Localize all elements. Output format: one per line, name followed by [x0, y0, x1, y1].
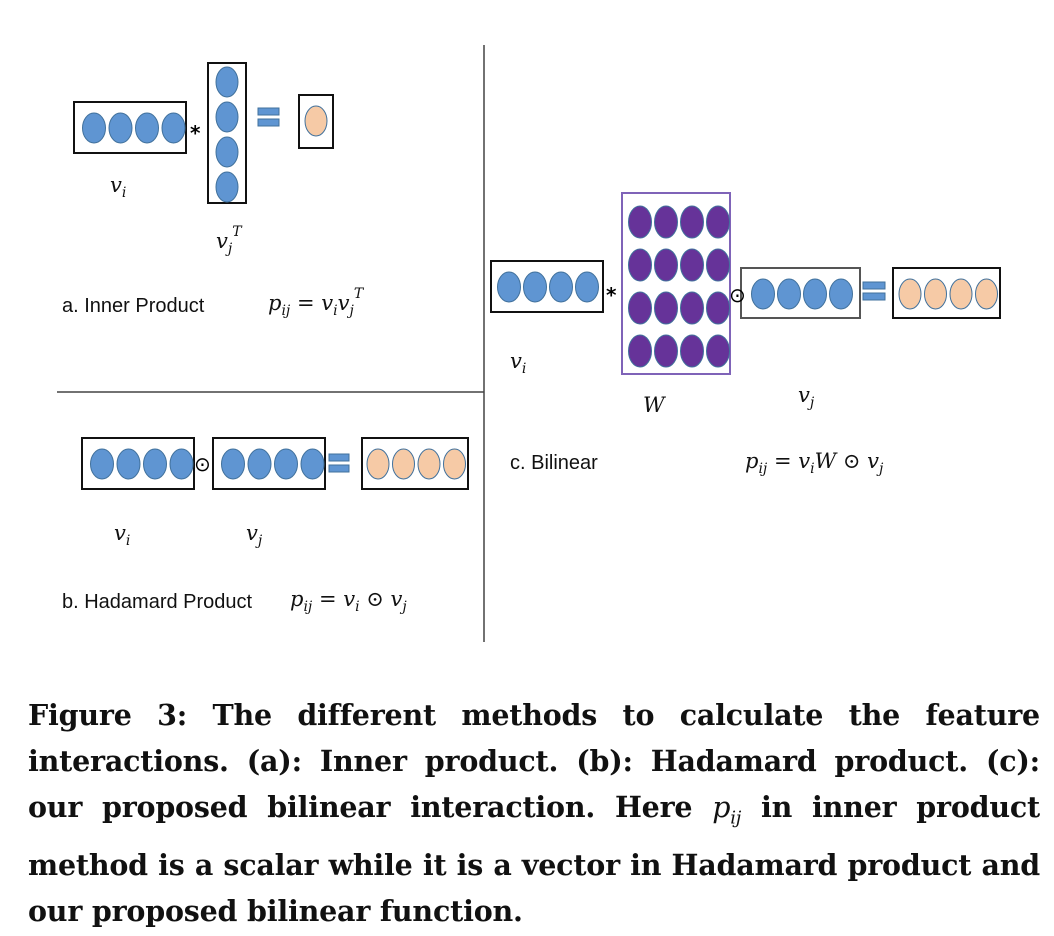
matrix-element — [706, 334, 730, 368]
result-element — [443, 448, 466, 480]
c-multiply-op: * — [606, 283, 617, 307]
equals-icon — [862, 281, 886, 290]
matrix-element — [706, 205, 730, 239]
a-vi-label: vi — [110, 173, 126, 201]
c-result-box — [892, 267, 1001, 319]
a-vjt-label: vjT — [216, 224, 243, 257]
vector-element — [135, 112, 159, 144]
equals-icon — [862, 292, 886, 301]
c-formula: pij = viW ⊙ vj — [745, 449, 884, 477]
b-vj-vector-box — [212, 437, 326, 490]
result-element — [304, 105, 328, 137]
matrix-element — [654, 205, 678, 239]
vector-element — [829, 278, 853, 310]
b-vj-label: vj — [246, 521, 263, 549]
matrix-element — [628, 205, 652, 239]
vector-element — [549, 271, 573, 303]
result-element — [949, 278, 973, 310]
vector-element — [169, 448, 194, 480]
c-vi-label: vi — [510, 349, 526, 377]
vector-element — [161, 112, 186, 144]
matrix-element — [654, 334, 678, 368]
c-vj-vector-box — [740, 267, 861, 319]
vector-element — [215, 66, 239, 98]
a-multiply-op: * — [190, 121, 201, 145]
matrix-element — [706, 248, 730, 282]
c-vi-vector-box — [490, 260, 604, 313]
c-title: c. Bilinear — [510, 452, 598, 474]
vector-element — [803, 278, 827, 310]
c-hadamard-op: ⊙ — [729, 283, 746, 307]
b-vi-vector-box — [81, 437, 195, 490]
matrix-element — [706, 291, 730, 325]
matrix-element — [654, 291, 678, 325]
b-title: b. Hadamard Product — [62, 591, 253, 613]
equals-icon — [257, 118, 280, 127]
matrix-element — [628, 334, 652, 368]
a-vi-vector-box — [73, 101, 187, 154]
vector-element — [215, 171, 239, 203]
result-element — [898, 278, 922, 310]
b-formula: pij = vi ⊙ vj — [290, 587, 407, 615]
result-element — [366, 448, 390, 480]
vector-element — [777, 278, 801, 310]
vector-element — [575, 271, 599, 303]
result-element — [975, 278, 998, 310]
figure-caption: Figure 3: The different methods to calcu… — [28, 698, 1040, 928]
result-element — [924, 278, 947, 310]
equals-icon — [328, 464, 350, 473]
a-title: a. Inner Product — [62, 295, 205, 317]
result-element — [417, 448, 441, 480]
a-vjt-vector-box — [207, 62, 247, 204]
caption-p-symbol: pij — [712, 791, 742, 829]
c-w-matrix-box — [621, 192, 731, 375]
vector-element — [300, 448, 325, 480]
vector-element — [274, 448, 298, 480]
vector-element — [82, 112, 106, 144]
vector-element — [523, 271, 547, 303]
b-vi-label: vi — [114, 521, 130, 549]
matrix-element — [680, 291, 704, 325]
vector-element — [90, 448, 114, 480]
vector-element — [108, 112, 133, 144]
a-result-box — [298, 94, 334, 149]
result-element — [392, 448, 415, 480]
c-w-label: W — [643, 393, 667, 417]
c-vj-label: vj — [798, 383, 815, 411]
equals-icon — [328, 453, 350, 462]
vector-element — [497, 271, 521, 303]
vector-element — [247, 448, 272, 480]
matrix-element — [680, 248, 704, 282]
matrix-element — [654, 248, 678, 282]
vector-element — [143, 448, 167, 480]
matrix-element — [680, 205, 704, 239]
b-hadamard-op: ⊙ — [194, 452, 211, 476]
vector-element — [215, 101, 239, 133]
vector-element — [221, 448, 245, 480]
a-formula: pij = vivjT — [268, 286, 365, 319]
matrix-element — [628, 248, 652, 282]
matrix-element — [680, 334, 704, 368]
feature-interaction-diagram: vi vjT a. Inner Product pij = vivjT * vi… — [57, 45, 1001, 642]
matrix-element — [628, 291, 652, 325]
vector-element — [751, 278, 775, 310]
b-result-box — [361, 437, 469, 490]
vector-element — [215, 136, 239, 168]
equals-icon — [257, 107, 280, 116]
vector-element — [116, 448, 141, 480]
